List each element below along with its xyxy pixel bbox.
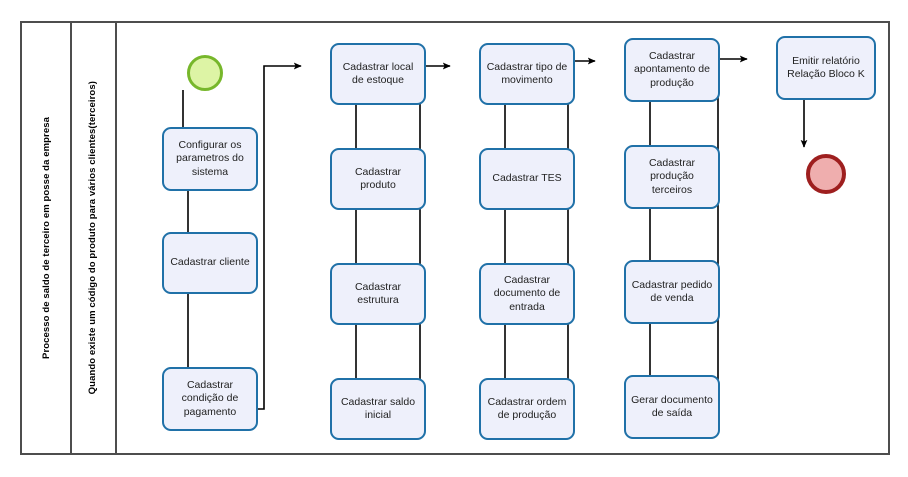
pool-label-text: Processo de saldo de terceiro em posse d… (40, 117, 52, 359)
task-cadastrar-cliente[interactable]: Cadastrar cliente (162, 232, 258, 294)
task-label: Gerar documento de saída (631, 393, 713, 419)
task-cadastrar-local-estoque[interactable]: Cadastrar local de estoque (330, 43, 426, 105)
task-label: Cadastrar TES (492, 172, 562, 185)
task-configurar-parametros[interactable]: Configurar os parametros do sistema (162, 127, 258, 191)
task-cadastrar-pedido-venda[interactable]: Cadastrar pedido de venda (624, 260, 720, 324)
task-cadastrar-ordem-producao[interactable]: Cadastrar ordem de produção (479, 378, 575, 440)
phase-label: Quando existe um código do produto para … (70, 23, 115, 453)
task-cadastrar-estrutura[interactable]: Cadastrar estrutura (330, 263, 426, 325)
task-label: Cadastrar ordem de produção (487, 395, 567, 421)
task-label: Cadastrar estrutura (354, 280, 402, 306)
lane-divider-1 (70, 23, 72, 453)
task-cadastrar-tipo-movimento[interactable]: Cadastrar tipo de movimento (479, 43, 575, 105)
task-cadastrar-tes[interactable]: Cadastrar TES (479, 148, 575, 210)
task-cadastrar-documento-entrada[interactable]: Cadastrar documento de entrada (479, 263, 575, 325)
task-label: Cadastrar documento de entrada (493, 274, 561, 313)
task-label: Cadastrar local de estoque (342, 60, 414, 86)
task-emitir-relatorio-bloco-k[interactable]: Emitir relatório Relação Bloco K (776, 36, 876, 100)
task-gerar-documento-saida[interactable]: Gerar documento de saída (624, 375, 720, 439)
task-label: Cadastrar produto (354, 165, 402, 191)
task-label: Cadastrar condição de pagamento (181, 379, 239, 418)
lane-divider-2 (115, 23, 117, 453)
task-label: Cadastrar tipo de movimento (486, 60, 568, 86)
task-label: Cadastrar cliente (170, 256, 250, 269)
end-event[interactable] (806, 154, 846, 194)
start-event[interactable] (187, 55, 223, 91)
phase-label-text: Quando existe um código do produto para … (87, 81, 98, 395)
task-label: Cadastrar saldo inicial (340, 395, 416, 421)
task-label: Configurar os parametros do sistema (176, 139, 244, 178)
task-cadastrar-saldo-inicial[interactable]: Cadastrar saldo inicial (330, 378, 426, 440)
task-cadastrar-apontamento-producao[interactable]: Cadastrar apontamento de produção (624, 38, 720, 102)
task-cadastrar-producao-terceiros[interactable]: Cadastrar produção terceiros (624, 145, 720, 209)
task-cadastrar-condicao-pagamento[interactable]: Cadastrar condição de pagamento (162, 367, 258, 431)
task-label: Cadastrar apontamento de produção (634, 50, 710, 89)
task-cadastrar-produto[interactable]: Cadastrar produto (330, 148, 426, 210)
flow-area: Configurar os parametros do sistema Cada… (115, 23, 890, 453)
task-label: Cadastrar produção terceiros (648, 157, 696, 196)
pool-label: Processo de saldo de terceiro em posse d… (22, 23, 70, 453)
task-label: Emitir relatório Relação Bloco K (787, 54, 865, 80)
task-label: Cadastrar pedido de venda (631, 278, 713, 304)
pool-frame: Processo de saldo de terceiro em posse d… (20, 21, 890, 455)
